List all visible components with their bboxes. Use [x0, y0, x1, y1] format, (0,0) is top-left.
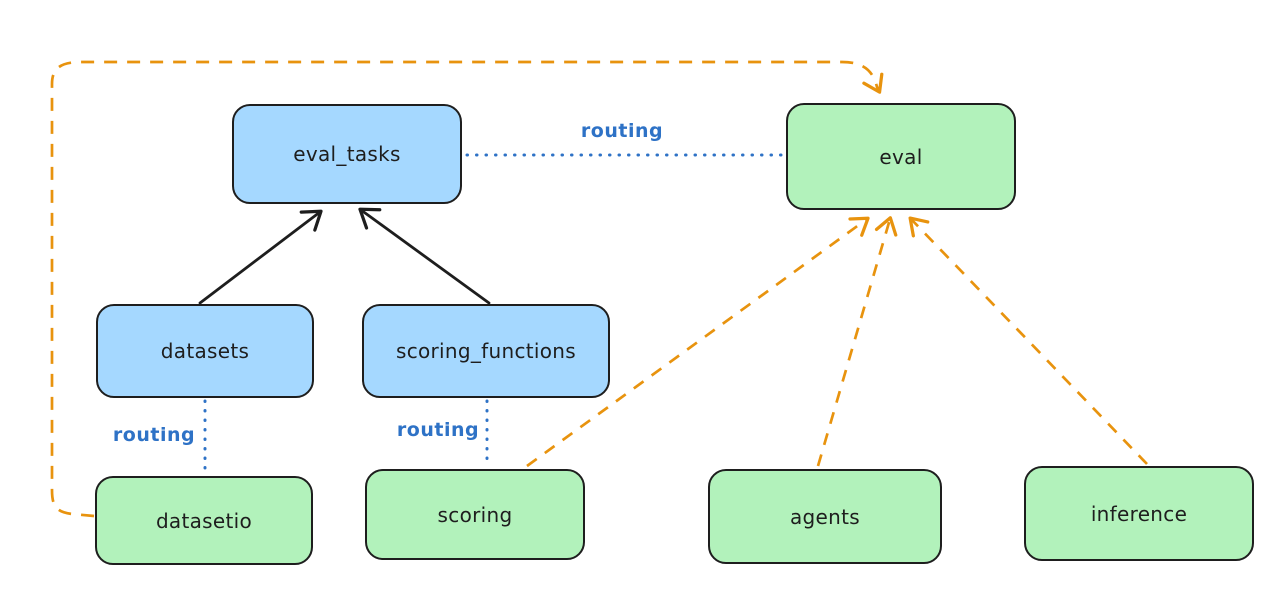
node-inference-label: inference [1090, 501, 1188, 526]
routing-label-scoring-functions-scoring: routing [396, 419, 480, 441]
edge-datasetio-to-eval [50, 60, 884, 518]
node-scoring-functions-label: scoring_functions [395, 339, 577, 363]
node-eval-tasks-label: eval_tasks [293, 142, 401, 166]
routing-label-datasets-datasetio: routing [112, 424, 196, 446]
node-datasets: datasets [96, 304, 314, 398]
node-eval-label: eval [879, 144, 923, 169]
node-datasetio-label: datasetio [155, 508, 253, 533]
edge-scoring-to-eval [526, 216, 870, 468]
edge-agents-to-eval [816, 216, 898, 467]
node-inference: inference [1024, 466, 1254, 561]
node-agents-label: agents [790, 504, 860, 529]
edge-inference-to-eval [908, 216, 1148, 465]
edge-scoring-functions-to-eval-tasks [358, 207, 491, 305]
node-scoring: scoring [365, 469, 585, 560]
node-scoring-label: scoring [437, 502, 513, 527]
node-datasets-label: datasets [160, 339, 250, 363]
node-datasetio: datasetio [95, 476, 313, 565]
node-scoring-functions: scoring_functions [362, 304, 610, 398]
node-eval-tasks: eval_tasks [232, 104, 462, 204]
edge-datasets-to-eval-tasks [198, 209, 323, 305]
node-agents: agents [708, 469, 942, 564]
node-eval: eval [786, 103, 1016, 210]
routing-label-eval-tasks-eval: routing [580, 120, 664, 142]
